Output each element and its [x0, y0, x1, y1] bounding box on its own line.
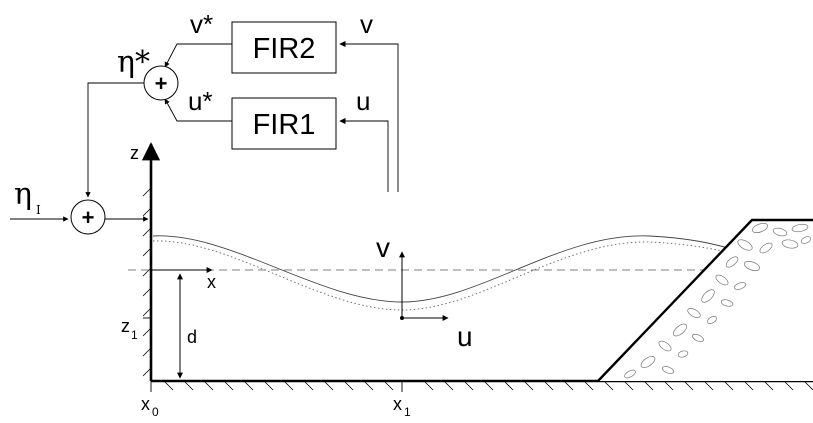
z1-subscript: 1: [131, 328, 138, 342]
x-axis-label: x: [207, 272, 216, 292]
v-signal-label: v: [360, 9, 373, 39]
fir2-block: [231, 21, 337, 74]
flume: [128, 142, 813, 392]
x1-subscript: 1: [404, 405, 411, 419]
wave-surface-reference: [152, 240, 736, 311]
bottom-summer-plus: +: [82, 205, 95, 230]
fir1-label: FIR1: [253, 109, 316, 141]
eta-star-label: η*: [117, 45, 150, 80]
beach-slope: [598, 220, 813, 381]
control-loop: FIR2 FIR1 + + v* u* v u η* η I: [10, 9, 399, 235]
bottom-hatching: [164, 381, 813, 391]
u-vector-label: u: [457, 321, 473, 352]
paddle-hatching: [142, 187, 152, 377]
labels: z x z 1 d x 0 x 1 v u: [121, 143, 473, 419]
eta-i-subscript: I: [36, 203, 41, 217]
v-star-label: v*: [190, 9, 213, 39]
eta-star-line: [85, 82, 144, 198]
bottom-summer: [70, 199, 106, 235]
x1-label: x: [393, 394, 402, 414]
u-star-label: u*: [188, 86, 213, 116]
x0-subscript: 0: [152, 405, 159, 419]
fir2-label: FIR2: [253, 33, 316, 65]
depth-label: d: [187, 327, 197, 347]
beach-outline: [597, 218, 813, 382]
u-feed-line: [339, 117, 389, 192]
wave-surface: [152, 235, 736, 303]
top-summer-plus: +: [155, 71, 168, 96]
eta-i-label: η: [14, 177, 32, 212]
v-feed-line: [339, 40, 399, 192]
fir1-block: [231, 97, 337, 150]
u-signal-label: u: [356, 86, 370, 116]
beach-rubble: [624, 223, 812, 379]
u-star-line: [164, 98, 232, 122]
v-star-line: [164, 43, 232, 68]
v-vector-label: v: [376, 232, 390, 263]
x0-label: x: [141, 394, 150, 414]
z-axis-label: z: [130, 143, 139, 163]
z1-label: z: [121, 316, 130, 336]
